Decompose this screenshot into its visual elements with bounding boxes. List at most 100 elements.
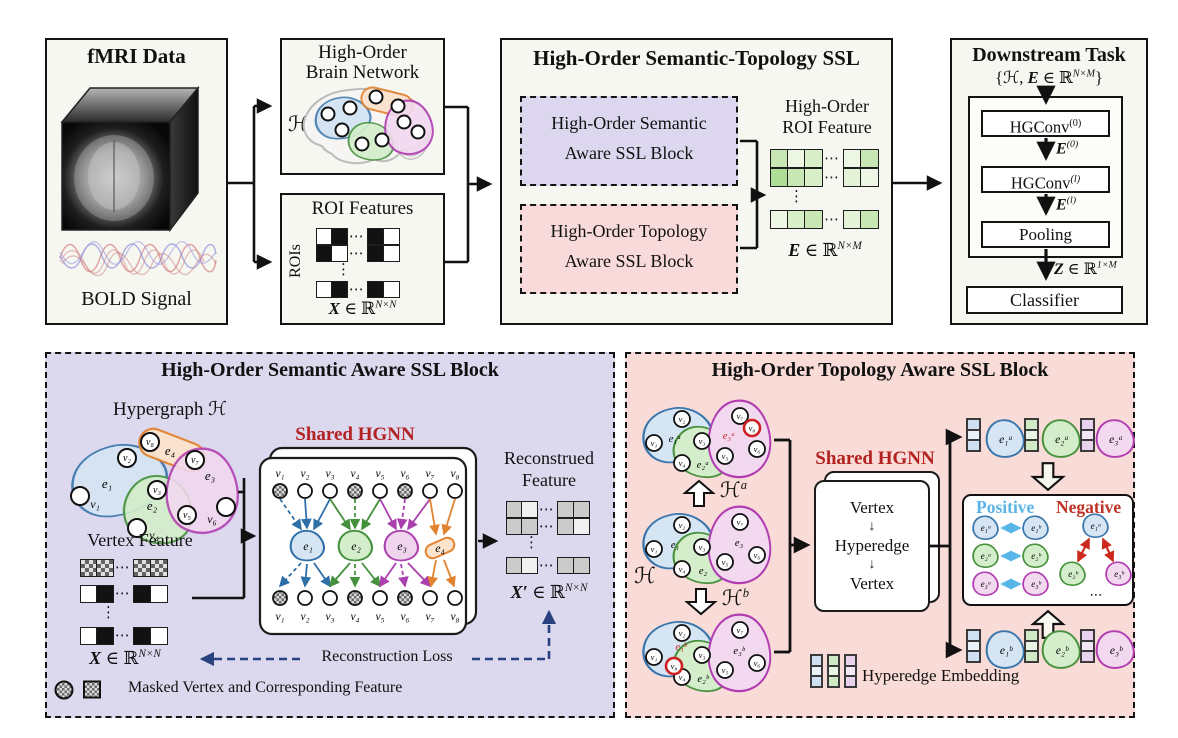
svg-text:v₈: v₈ [450,611,459,623]
svg-text:v₇: v₇ [737,411,744,421]
svg-text:v₄: v₄ [350,468,359,480]
roi-matrix-row-1: ⋯ [316,227,400,246]
hgconvl-box: HGConv(l) [981,166,1110,193]
bold-signal-label: BOLD Signal [81,288,192,310]
fmri-title: fMRI Data [87,44,186,68]
roi-matrix-vdots: ⋮ [336,262,351,278]
svg-text:e₂: e₂ [147,498,158,513]
svg-text:v₂: v₂ [300,468,309,480]
svg-text:v₇: v₇ [737,517,744,527]
vertices [645,407,766,472]
hyperedge-nodes [289,529,456,562]
hb-label: ℋb [722,586,750,610]
masked-feature-icon [83,680,101,699]
shared-hgnn-label-topology: Shared HGNN [815,448,935,469]
svg-text:v₈: v₈ [450,468,459,480]
classifier-box: Classifier [966,286,1123,314]
embedding-stack-e1b [966,628,981,664]
xprime-matrix-label: X′ ∈ ℝN×N [510,582,588,602]
embedding-stack-e2a [1024,417,1039,453]
svg-text:e₃ᵃ: e₃ᵃ [981,579,992,589]
topology-ssl-block [520,204,738,294]
roi-feature-matrix-row-1: ⋯ [770,149,879,168]
svg-text:e₂ᵃ: e₂ᵃ [981,551,992,561]
svg-text:v₇: v₇ [191,455,199,466]
roi-feature-matrix-row-2: ⋯ [770,168,879,187]
semantic-ssl-block-label-2: Aware SSL Block [564,143,694,163]
svg-text:e₁ᵇ: e₁ᵇ [1031,523,1041,533]
svg-text:v₃: v₃ [699,650,706,660]
svg-text:e₂: e₂ [351,539,361,553]
embedding-stack-e3b [1080,628,1095,664]
svg-text:v₅: v₅ [375,611,384,623]
svg-text:v₈: v₈ [749,423,756,433]
vertex-feature-label: Vertex Feature [87,530,193,550]
svg-text:e₂ᵇ: e₂ᵇ [697,674,709,685]
svg-text:v₂: v₂ [679,414,686,424]
vertex-feature-row-1: ⋯ [80,558,168,577]
svg-text:e₃: e₃ [735,538,744,549]
semantic-ssl-block-label-1: High-Order Semantic [551,113,707,133]
svg-text:e₂ᵇ: e₂ᵇ [1056,645,1069,657]
hyperedge-blob-e3a: e₃ᵃ [1095,419,1135,458]
roi-features-panel [280,193,445,325]
x-matrix-label: X ∈ ℝN×N [89,648,161,668]
negative-cluster: e₁ᵃ e₂ᵇ e₃ᵇ ⋯ [1059,513,1132,602]
embedding-stack-e2b [1024,628,1039,664]
top-message-arrows [279,498,456,536]
svg-text:e₃ᵃ: e₃ᵃ [723,431,736,442]
brain-roi-nodes [320,89,426,152]
svg-text:e₃: e₃ [397,539,407,553]
roi-matrix-row-2: ⋯ [316,244,400,263]
svg-text:e₁ᵃ: e₁ᵃ [669,434,682,445]
svg-text:e₁ᵇ: e₁ᵇ [675,642,687,653]
roi-features-title: ROI Features [311,198,414,219]
e0-label: E(0) [1056,139,1079,158]
top-vertex-circles [272,483,463,499]
vertex-feature-row-2: ⋯ [80,584,168,603]
roi-matrix-label: X ∈ ℝN×N [328,299,397,318]
roi-feature-matrix-label: E ∈ ℝN×M [788,240,862,260]
svg-text:v₈: v₈ [146,437,154,448]
flow-hyperedge: Hyperedge [834,536,910,555]
hyperedge-blob-e2a: e₂ᵃ [1041,419,1081,458]
edge-labels: e₁ e₂ e₃ [671,538,744,577]
hyperedge-blob-e3b: e₃ᵇ [1095,630,1135,669]
hgconv0-box: HGConv(0) [981,110,1110,137]
svg-text:e₁ᵃ: e₁ᵃ [999,434,1013,446]
svg-text:v₄: v₄ [679,458,686,468]
masked-legend-icons [54,680,101,700]
svg-text:v₃: v₃ [699,436,706,446]
bottom-vertex-circles [272,590,463,606]
recon-matrix-row-3: ⋯ [506,556,590,575]
h-label: ℋ [634,563,656,588]
svg-text:e₃ᵃ: e₃ᵃ [1109,434,1123,446]
svg-text:v₄: v₄ [679,564,686,574]
svg-text:v₁: v₁ [275,468,284,480]
svg-text:v₆: v₆ [207,512,217,526]
reconstruction-loss-label: Reconstruction Loss [321,648,453,665]
downstream-title: Downstream Task [972,44,1126,66]
hyperedge-embedding-legend-text: Hyperedge Embedding [862,666,1020,685]
svg-text:v₃: v₃ [153,485,161,496]
svg-text:v₁: v₁ [90,497,100,511]
rois-axis-label: ROIs [287,244,304,278]
topology-block-title: High-Order Topology Aware SSL Block [711,359,1049,381]
flow-vertex-top: Vertex [849,498,895,517]
flow-arrow-1: ↓ [868,519,876,534]
topology-ssl-block-label-1: High-Order Topology [550,221,708,241]
roi-feature-matrix-row-3: ⋯ [770,210,879,229]
vertex-feature-vdots: ⋮ [101,605,116,621]
fmri-volume-image [60,85,200,233]
svg-text:⋯: ⋯ [1090,587,1103,602]
downstream-input-label: {ℋ, E ∈ ℝN×M} [995,68,1103,87]
